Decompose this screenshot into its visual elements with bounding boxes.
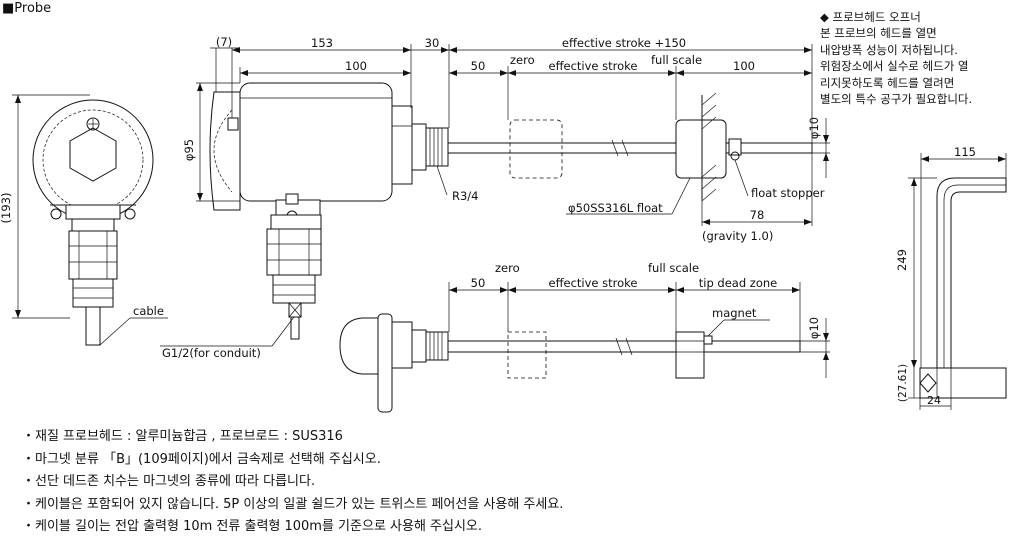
float-zero-position — [509, 119, 563, 179]
head-hex — [69, 127, 117, 182]
magnet-zero-position — [507, 331, 547, 379]
float-stopper — [728, 138, 742, 156]
tool-l-shape — [936, 177, 1007, 384]
label-full-scale-2: full scale — [648, 261, 699, 275]
dim-115: 115 — [954, 145, 976, 159]
dim-100b: 100 — [733, 59, 755, 73]
dim-phi10b: φ10 — [807, 317, 821, 339]
warning-line: 별도의 특수 공구가 필요합니다. — [820, 92, 973, 107]
side-fitting-2 — [266, 228, 322, 276]
label-gravity: (gravity 1.0) — [702, 229, 773, 243]
label-effective-stroke-2: effective stroke — [549, 276, 638, 290]
dim-50a: 50 — [471, 59, 486, 73]
label-r34: R3/4 — [452, 189, 479, 203]
label-g12: G1/2(for conduit) — [162, 346, 261, 360]
side-view-bottom: magnet 50 zero effective stroke full sca… — [339, 261, 830, 413]
label-zero-2: zero — [495, 261, 520, 275]
tool-lower-arm — [919, 367, 1007, 399]
dim-249: 249 — [895, 249, 909, 271]
warning-line: 리지못하도록 헤드를 열려면 — [820, 75, 955, 90]
magnet — [675, 331, 705, 379]
note-item: ・선단 데드존 치수는 마그넷의 종류에 따라 다릅니다. — [22, 474, 316, 489]
dim-153: 153 — [311, 36, 333, 50]
hatch-wall — [701, 92, 717, 202]
dim-27-61: (27.61) — [897, 364, 909, 402]
head-cap — [209, 91, 241, 211]
head-profile — [377, 313, 393, 413]
dim-193: (193) — [0, 193, 13, 224]
dim-24: 24 — [927, 394, 941, 407]
note-item: ・재질 프로브헤드 : 알루미늄합금 , 프로브로드 : SUS316 — [22, 429, 343, 444]
section-title: ■Probe — [2, 1, 52, 16]
dim-30: 30 — [425, 36, 440, 50]
label-float: φ50SS316L float — [568, 201, 663, 215]
head-chain-ring — [42, 109, 144, 211]
warning-heading: ◆ 프로브헤드 오프너 — [820, 10, 921, 24]
front-fitting-2 — [68, 230, 118, 280]
warning-note: ◆ 프로브헤드 오프너 본 프로브의 헤드를 열면 내압방폭 성능이 저하됩니다… — [820, 9, 972, 107]
notes-list: ・재질 프로브헤드 : 알루미늄합금 , 프로브로드 : SUS316 ・마그넷… — [22, 426, 563, 539]
dim-7: (7) — [216, 35, 232, 49]
thread-r34 — [425, 127, 449, 167]
head-opener-tool: 115 249 (27.61) 24 — [895, 145, 1007, 410]
warning-line: 내압방폭 성능이 저하됩니다. — [820, 42, 958, 57]
process-flange — [391, 105, 413, 185]
head-screw — [86, 117, 100, 131]
side-fitting-1 — [270, 214, 322, 230]
label-eff150: effective stroke +150 — [562, 36, 686, 50]
float — [675, 119, 727, 179]
dim-50b: 50 — [471, 276, 486, 290]
note-item: ・마그넷 분류 「B」(109페이지)에서 금속제로 선택해 주십시오. — [22, 451, 381, 467]
dim-phi10a: φ10 — [807, 117, 821, 139]
dim-100a: 100 — [345, 59, 367, 73]
label-cable: cable — [133, 304, 164, 318]
front-flange — [65, 204, 121, 220]
dim-phi95: φ95 — [182, 139, 196, 161]
label-zero: zero — [510, 53, 535, 67]
front-view: (193) cable — [0, 94, 168, 346]
dim-78: 78 — [750, 208, 765, 222]
side-fitting-3 — [272, 274, 316, 304]
label-float-stopper: float stopper — [751, 186, 825, 200]
label-effective-stroke: effective stroke — [549, 59, 638, 73]
label-tip-dead-zone: tip dead zone — [699, 276, 777, 290]
warning-line: 본 프로브의 헤드를 열면 — [820, 26, 937, 41]
front-fitting-1 — [71, 218, 115, 232]
front-cable — [85, 306, 101, 346]
head-knob — [339, 317, 383, 375]
side-view-top: G1/2(for conduit) — [160, 35, 830, 360]
warning-line: 위험장소에서 실수로 헤드가 열 — [820, 59, 969, 74]
label-full-scale: full scale — [651, 53, 702, 67]
label-magnet: magnet — [712, 306, 757, 320]
head-body — [239, 82, 393, 202]
front-fitting-3 — [72, 278, 114, 308]
note-item: ・케이블은 포함되어 있지 않습니다. 5P 이상의 일괄 쉴드가 있는 트위스… — [22, 496, 564, 512]
note-item: ・케이블 길이는 전압 출력형 10m 전류 출력형 100m를 기준으로 사용… — [22, 519, 483, 534]
